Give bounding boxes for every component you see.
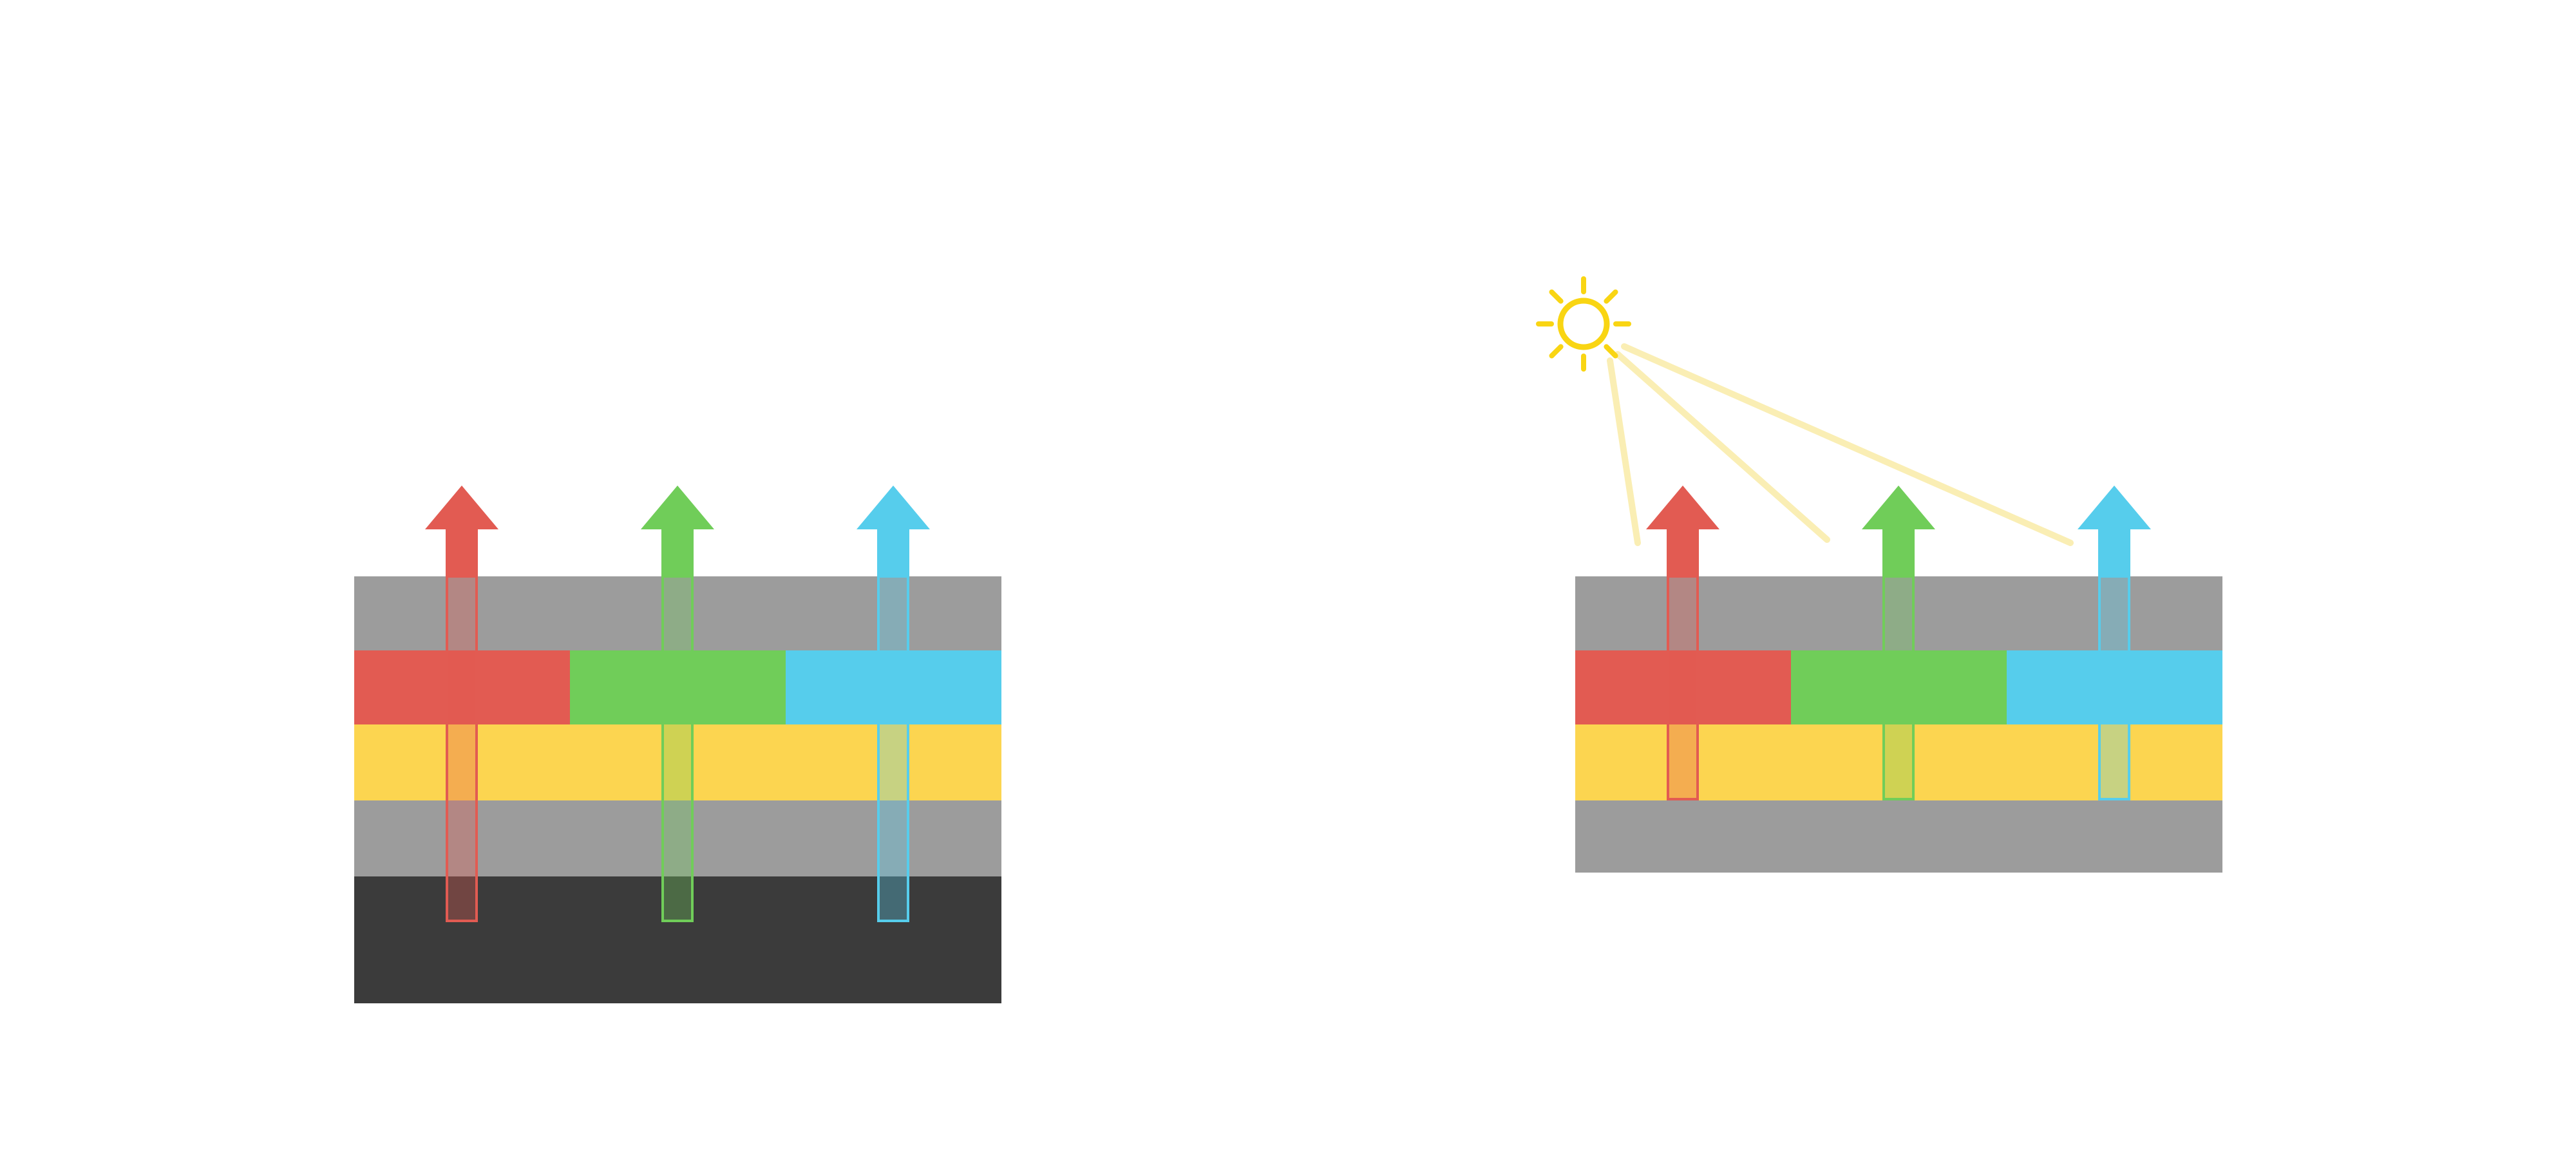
left-yellow-layer [354,724,1001,800]
red-arrow-shaft [1667,528,1699,578]
left-cyan-light-path [877,576,909,922]
red-arrow-head-icon [1646,486,1719,529]
green-arrow-shaft [1882,528,1915,578]
right-yellow-layer [1575,724,2222,800]
right-top-gray-layer [1575,576,2222,650]
left-top-gray-layer [354,576,1001,650]
left-dark-base-layer [354,876,1001,1003]
left-cyan-segment [786,650,1001,724]
sunlight-beam [1607,357,1641,546]
sunlight-beam [1615,351,1830,543]
left-red-light-path [446,576,478,922]
right-red-segment [1575,650,1791,724]
red-arrow-head-icon [425,486,498,529]
green-arrow-head-icon [1862,486,1935,529]
cyan-arrow-head-icon [2078,486,2151,529]
diagram-left-stack [354,486,1001,1003]
left-green-segment [570,650,786,724]
cyan-arrow-shaft [877,528,909,578]
green-arrow-shaft [661,528,694,578]
sun-and-beams [1536,276,2074,546]
cyan-arrow-shaft [2098,528,2130,578]
red-arrow-shaft [446,528,478,578]
right-bottom-gray-layer [1575,800,2222,873]
green-arrow-head-icon [641,486,714,529]
left-lower-gray-layer [354,800,1001,876]
right-cyan-segment [2007,650,2222,724]
left-red-segment [354,650,570,724]
left-green-light-path [661,576,694,922]
diagram-right-stack [1288,0,2576,1154]
sunlight-beam [1621,343,2074,546]
right-red-light-path [1667,576,1699,800]
sun-rays [1536,276,1631,372]
right-green-light-path [1882,576,1915,800]
right-green-segment [1791,650,2007,724]
right-cyan-light-path [2098,576,2130,800]
cyan-arrow-head-icon [857,486,930,529]
sun-icon [1557,298,1610,350]
